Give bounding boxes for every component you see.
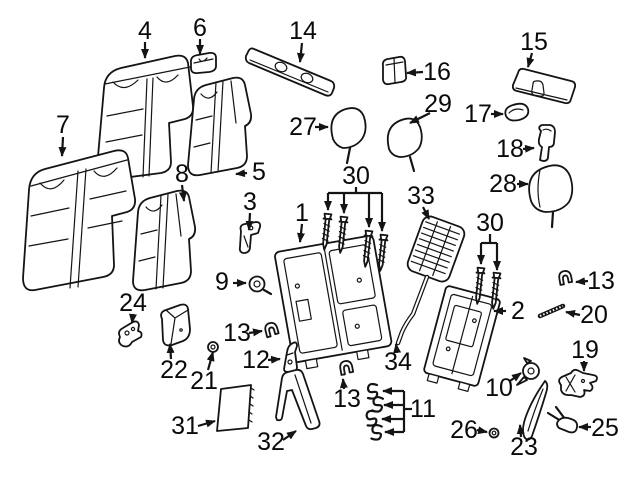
callout-label-22: 22 bbox=[160, 356, 188, 384]
callout-label-10: 10 bbox=[485, 374, 513, 402]
callout-arrow-5 bbox=[235, 169, 248, 178]
part-10-round-clip bbox=[516, 357, 540, 386]
part-3-small-bracket bbox=[238, 221, 262, 254]
callout-arrow-31 bbox=[197, 419, 216, 428]
callout-label-31: 31 bbox=[171, 412, 199, 440]
part-20-threaded-rod bbox=[537, 303, 566, 319]
callout-label-18: 18 bbox=[496, 135, 524, 163]
part-24-plate-bracket bbox=[118, 320, 143, 348]
callout-label-7: 7 bbox=[56, 111, 70, 139]
part-33-grid-mat bbox=[406, 215, 466, 283]
callout-label-9: 9 bbox=[215, 268, 229, 296]
callout-label-5: 5 bbox=[252, 158, 266, 186]
part-13-hook-clip-right bbox=[557, 269, 574, 286]
part-23-curved-blade bbox=[522, 380, 549, 441]
callout-label-4: 4 bbox=[138, 17, 152, 45]
part-31-board-panel bbox=[216, 384, 255, 432]
part-29-headrest bbox=[386, 117, 423, 173]
part-32-corner-frame bbox=[275, 368, 321, 431]
callout-arrow-34 bbox=[393, 343, 402, 354]
callout-arrow-10 bbox=[509, 372, 522, 382]
part-2-seat-back-frame bbox=[423, 285, 501, 393]
part-22-pad-block bbox=[160, 303, 191, 347]
callout-label-24: 24 bbox=[119, 289, 147, 317]
part-19-latch-bracket bbox=[558, 368, 598, 398]
callout-label-32: 32 bbox=[257, 428, 285, 456]
part-28-headrest bbox=[528, 164, 574, 229]
callout-arrow-14 bbox=[296, 42, 305, 63]
callout-arrow-7 bbox=[58, 136, 67, 157]
callout-label-8: 8 bbox=[175, 160, 189, 188]
callout-arrow-32 bbox=[282, 430, 297, 441]
callout-arrow-24 bbox=[129, 313, 137, 324]
callout-arrow-23 bbox=[516, 424, 525, 438]
callout-label-20: 20 bbox=[580, 301, 608, 329]
callout-label-1: 1 bbox=[295, 199, 309, 227]
callout-label-14: 14 bbox=[289, 17, 317, 45]
callout-arrow-13 bbox=[575, 277, 589, 286]
callout-arrow-26 bbox=[476, 426, 488, 435]
callout-label-29: 29 bbox=[424, 90, 452, 118]
callout-arrow-29 bbox=[409, 112, 431, 124]
callout-label-11: 11 bbox=[410, 395, 436, 423]
callout-arrow-8 bbox=[178, 184, 187, 202]
callout-arrow-1 bbox=[297, 223, 305, 243]
callout-arrow-21 bbox=[206, 351, 215, 371]
callout-label-13: 13 bbox=[223, 319, 251, 347]
callout-label-23: 23 bbox=[510, 433, 538, 461]
part-27-headrest bbox=[330, 107, 367, 165]
callout-label-16: 16 bbox=[423, 58, 451, 86]
part-12-hinge-bracket bbox=[283, 341, 298, 373]
part-18-guide-bracket bbox=[537, 124, 556, 162]
part-26-grommet-small bbox=[488, 427, 500, 439]
callout-label-19: 19 bbox=[571, 336, 599, 364]
part-11-wire-clip-set bbox=[365, 382, 385, 442]
callout-label-33: 33 bbox=[407, 182, 435, 210]
callout-arrow-33 bbox=[421, 206, 430, 220]
part-7-seat-back-cover bbox=[22, 149, 136, 292]
callout-label-26: 26 bbox=[450, 416, 478, 444]
callout-arrow-22 bbox=[166, 343, 175, 360]
callout-arrow-12 bbox=[267, 355, 281, 364]
part-17-small-cover bbox=[504, 102, 530, 122]
part-16-box-clip bbox=[381, 55, 408, 86]
part-8-seat-back-cover bbox=[132, 189, 197, 292]
callout-label-2: 2 bbox=[511, 297, 525, 325]
callout-label-27: 27 bbox=[289, 113, 317, 141]
callout-arrow-18 bbox=[522, 144, 535, 153]
part-9-push-pin-grommet bbox=[248, 275, 273, 296]
callout-arrow-16 bbox=[406, 68, 424, 77]
part-13-hook-clip-bottom bbox=[338, 359, 355, 376]
part-25-fork-bracket bbox=[546, 405, 579, 434]
callout-label-30: 30 bbox=[476, 209, 504, 237]
callout-label-34: 34 bbox=[384, 348, 412, 376]
callout-arrow-20 bbox=[565, 309, 581, 318]
part-14-trim-bar bbox=[244, 47, 336, 97]
part-5-seat-back-cover bbox=[187, 76, 253, 177]
callout-label-28: 28 bbox=[489, 170, 517, 198]
part-15-trim-bar-short bbox=[511, 67, 577, 105]
callout-label-13: 13 bbox=[333, 385, 361, 413]
part-21-grommet bbox=[207, 341, 219, 353]
callout-label-30: 30 bbox=[342, 162, 370, 190]
callout-label-15: 15 bbox=[520, 28, 548, 56]
callout-arrow-15 bbox=[526, 52, 535, 68]
callout-label-12: 12 bbox=[242, 346, 270, 374]
callout-label-6: 6 bbox=[193, 14, 207, 42]
callout-label-17: 17 bbox=[464, 100, 492, 128]
part-34-bent-rod bbox=[395, 274, 430, 346]
callout-arrow-13 bbox=[248, 328, 263, 337]
part-13-hook-clip-left bbox=[263, 320, 280, 339]
callout-arrow-3 bbox=[245, 212, 254, 231]
callout-arrow-13 bbox=[339, 378, 348, 390]
callout-label-21: 21 bbox=[190, 367, 218, 395]
part-6-small-cap bbox=[189, 51, 217, 75]
callout-label-25: 25 bbox=[591, 414, 619, 442]
callout-label-13: 13 bbox=[587, 267, 615, 295]
callout-label-3: 3 bbox=[243, 188, 257, 216]
